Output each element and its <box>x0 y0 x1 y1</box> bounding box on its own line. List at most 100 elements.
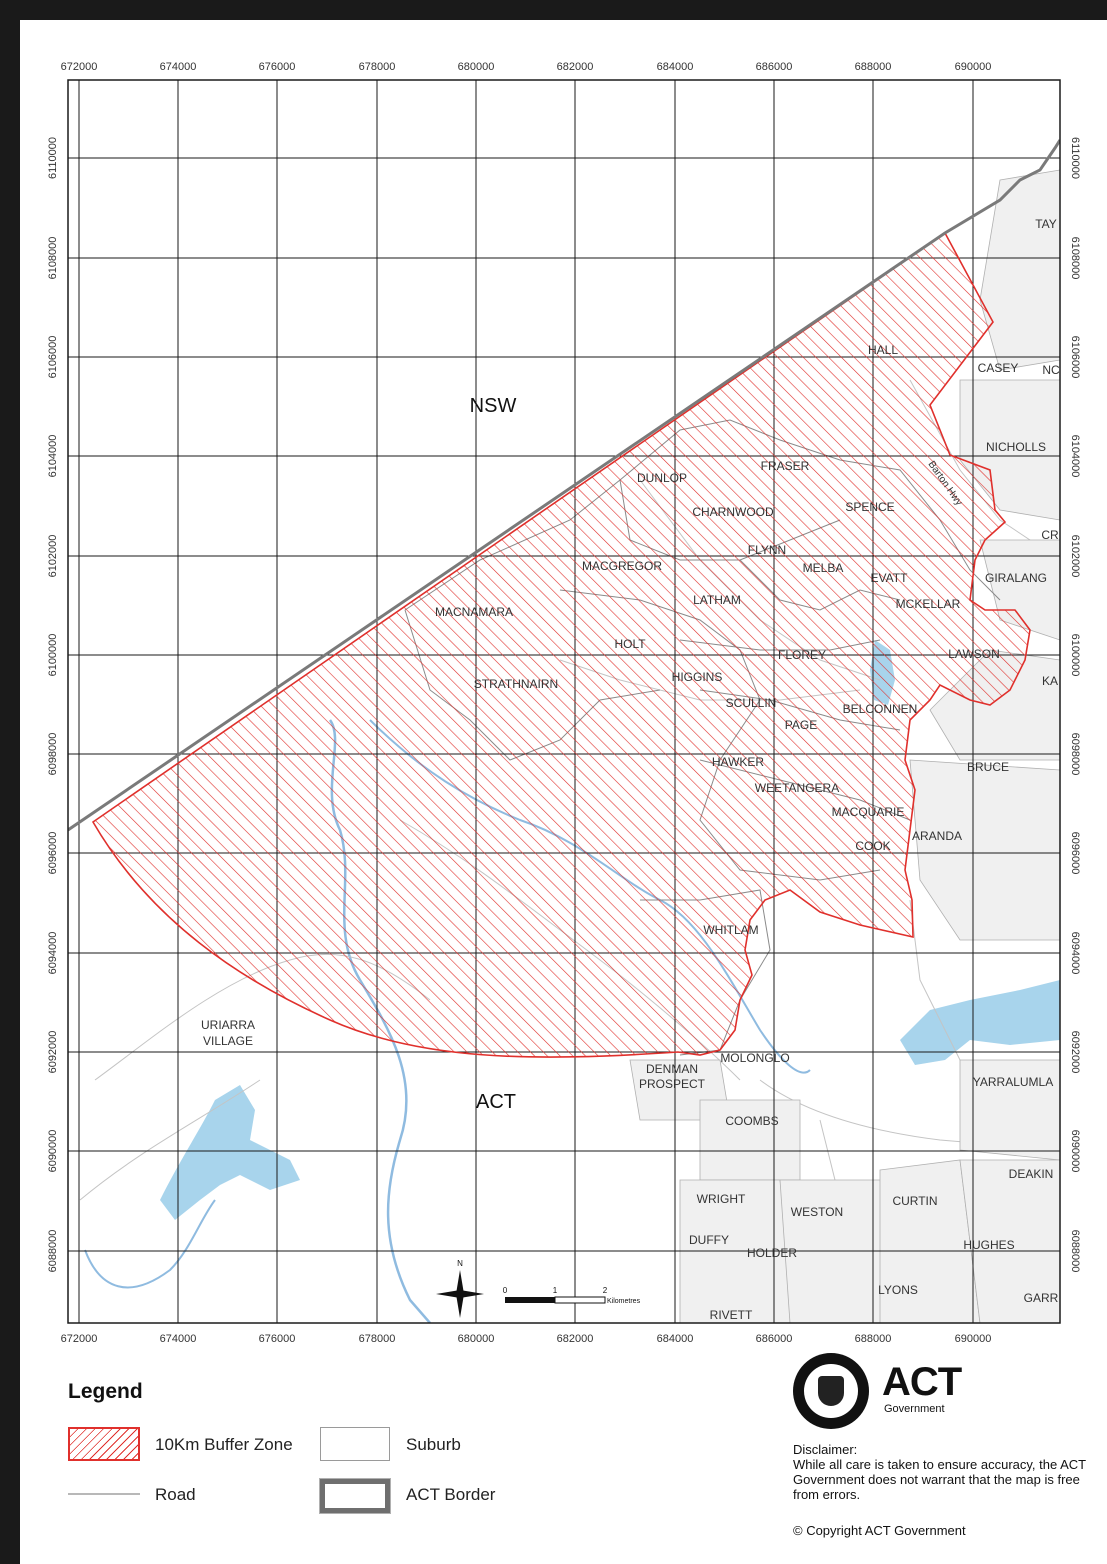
disclaimer-text: While all care is taken to ensure accura… <box>793 1457 1086 1502</box>
x-tick-bottom: 674000 <box>160 1333 197 1345</box>
north-arrow: N <box>436 1259 484 1318</box>
suburb-label-weston: WESTON <box>791 1205 843 1219</box>
x-tick-top: 678000 <box>359 61 396 73</box>
scale-bar: 0 1 2 Kilometres <box>503 1286 641 1305</box>
suburb-label-lawson: LAWSON <box>948 647 1000 661</box>
y-tick-right: 6102000 <box>1069 535 1081 578</box>
x-tick-top: 688000 <box>855 61 892 73</box>
crest-inner <box>804 1364 858 1418</box>
y-axis-left-labels: 6110000 6108000 6106000 6104000 6102000 … <box>47 137 59 1272</box>
y-tick-left: 6092000 <box>47 1031 59 1074</box>
suburb-label-macquarie: MACQUARIE <box>832 805 905 819</box>
suburb-areas <box>629 169 1060 1323</box>
suburb-label-coombs: COOMBS <box>725 1114 778 1128</box>
y-tick-right: 6090000 <box>1069 1130 1081 1173</box>
suburb-label-casey: CASEY <box>978 361 1019 375</box>
x-tick-top: 672000 <box>61 61 98 73</box>
map-frame <box>67 79 1061 1324</box>
y-axis-right-labels: 6110000 6108000 6106000 6104000 6102000 … <box>1069 137 1081 1272</box>
y-tick-right: 6106000 <box>1069 336 1081 379</box>
scale-bar-segment-light <box>554 1296 606 1304</box>
legend-title: Legend <box>68 1380 143 1403</box>
y-tick-left: 6090000 <box>47 1130 59 1173</box>
suburb-label-curtin: CURTIN <box>892 1194 937 1208</box>
north-arrow-horizontal-icon <box>436 1290 484 1298</box>
y-tick-right: 6110000 <box>1069 137 1081 179</box>
x-tick-top: 676000 <box>259 61 296 73</box>
scale-tick-2: 2 <box>603 1286 608 1295</box>
creek <box>84 1199 216 1289</box>
suburb-label-melba: MELBA <box>803 561 844 575</box>
y-tick-left: 6104000 <box>47 435 59 478</box>
y-tick-right: 6100000 <box>1069 634 1081 677</box>
suburb-label-nicholls: NICHOLLS <box>986 440 1046 454</box>
y-tick-right: 6088000 <box>1069 1230 1081 1273</box>
legend-swatch-road <box>68 1493 140 1495</box>
suburb-label-florey: FLOREY <box>778 648 826 662</box>
x-tick-bottom: 682000 <box>557 1333 594 1345</box>
y-tick-left: 6102000 <box>47 535 59 578</box>
crest-shield-icon <box>818 1376 844 1406</box>
suburb-label-bruce: BRUCE <box>967 760 1009 774</box>
x-tick-bottom: 680000 <box>458 1333 495 1345</box>
suburb-label-deakin: DEAKIN <box>1009 1167 1054 1181</box>
suburb-label-kaleen: KA <box>1042 674 1058 688</box>
suburb-label-ngunnawal: NC <box>1042 363 1060 377</box>
x-tick-top: 690000 <box>955 61 992 73</box>
suburb-label-macgregor: MACGREGOR <box>582 559 662 573</box>
y-tick-left: 6088000 <box>47 1230 59 1273</box>
suburb-label-macnamara: MACNAMARA <box>435 605 513 619</box>
legend-swatch-suburb <box>320 1427 390 1461</box>
legend-label-act-border: ACT Border <box>406 1485 496 1504</box>
legend-swatch-buffer-zone <box>68 1427 140 1461</box>
suburb-label-fraser: FRASER <box>761 459 810 473</box>
suburb-label-yarralumla: YARRALUMLA <box>973 1075 1053 1089</box>
scale-bar-segment-dark <box>505 1297 555 1303</box>
suburb-label-crace: CR <box>1041 528 1059 542</box>
y-tick-right: 6104000 <box>1069 435 1081 478</box>
x-tick-top: 682000 <box>557 61 594 73</box>
lake-burley-griffin <box>900 980 1060 1065</box>
suburb-label-spence: SPENCE <box>845 500 894 514</box>
suburb-label-weetangera: WEETANGERA <box>755 781 839 795</box>
y-tick-right: 6108000 <box>1069 237 1081 280</box>
suburb-label-whitlam: WHITLAM <box>703 923 758 937</box>
suburb-label-hawker: HAWKER <box>712 755 765 769</box>
x-tick-top: 686000 <box>756 61 793 73</box>
y-tick-right: 6096000 <box>1069 832 1081 875</box>
suburb-label-uriarra: URIARRA <box>201 1018 255 1032</box>
legend-label-road: Road <box>155 1485 196 1504</box>
suburb-label-prospect: PROSPECT <box>639 1077 706 1091</box>
scale-tick-1: 1 <box>553 1286 558 1295</box>
act-government-crest-icon <box>793 1353 869 1429</box>
suburb-label-garran: GARR <box>1024 1291 1059 1305</box>
x-tick-bottom: 688000 <box>855 1333 892 1345</box>
act-label: ACT <box>476 1091 516 1113</box>
y-tick-left: 6108000 <box>47 237 59 280</box>
x-axis-top-labels: 672000 674000 676000 678000 680000 68200… <box>61 61 992 73</box>
y-tick-left: 6100000 <box>47 634 59 677</box>
suburb-label-belconnen: BELCONNEN <box>843 702 918 716</box>
suburb-label-hughes: HUGHES <box>963 1238 1014 1252</box>
x-tick-top: 674000 <box>160 61 197 73</box>
act-border-line <box>68 139 1060 832</box>
left-frame-bar <box>0 0 20 1564</box>
y-tick-left: 6106000 <box>47 336 59 379</box>
x-tick-bottom: 690000 <box>955 1333 992 1345</box>
suburb-label-mckellar: MCKELLAR <box>896 597 961 611</box>
y-tick-right: 6092000 <box>1069 1031 1081 1074</box>
disclaimer: Disclaimer: While all care is taken to e… <box>793 1442 1093 1502</box>
suburb-label-taylor: TAY <box>1035 217 1057 231</box>
suburb-label-giralang: GIRALANG <box>985 571 1047 585</box>
suburb-label-flynn: FLYNN <box>748 543 786 557</box>
scale-unit: Kilometres <box>607 1298 641 1305</box>
x-tick-top: 680000 <box>458 61 495 73</box>
suburb-label-rivett: RIVETT <box>710 1308 753 1322</box>
logo-wordmark: ACT <box>882 1360 962 1404</box>
y-tick-left: 6110000 <box>47 137 59 179</box>
suburb-label-denman: DENMAN <box>646 1062 698 1076</box>
suburb-label-lyons: LYONS <box>878 1283 918 1297</box>
x-tick-bottom: 672000 <box>61 1333 98 1345</box>
legend-label-suburb: Suburb <box>406 1435 461 1454</box>
